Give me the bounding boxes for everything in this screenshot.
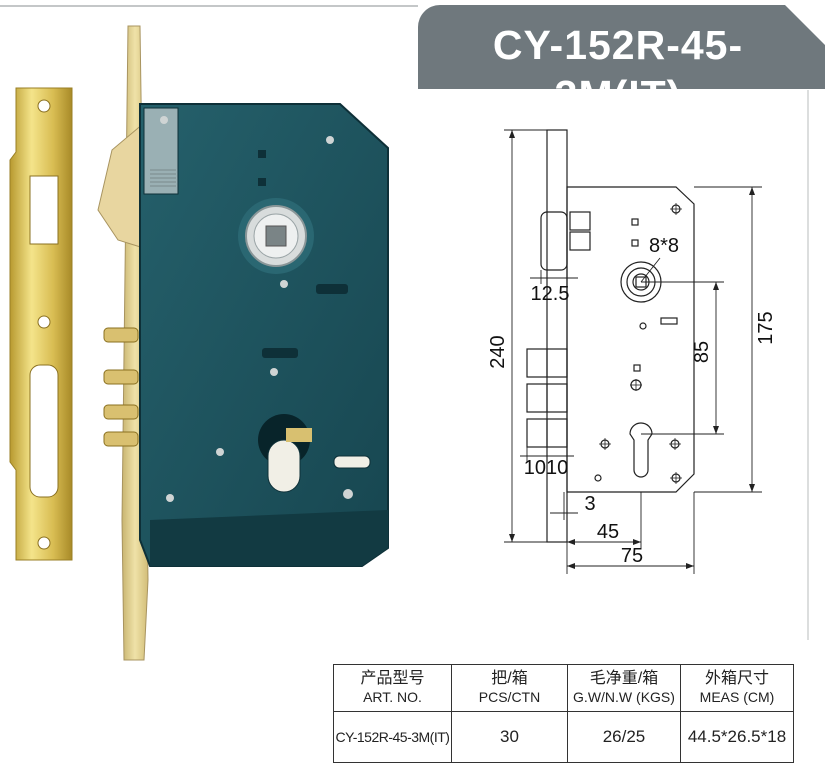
dim-45: 45 (597, 521, 619, 543)
spec-header-row: 产品型号 ART. NO. 把/箱 PCS/CTN 毛净重/箱 G.W/N.W … (333, 664, 794, 712)
dim-12-5: 12.5 (531, 283, 570, 305)
header-en: G.W/N.W (KGS) (573, 689, 675, 705)
header-en: MEAS (CM) (699, 689, 775, 705)
dim-85: 85 (691, 341, 713, 363)
cell-art-no: CY-152R-45-3M(IT) (333, 711, 452, 763)
dim-3: 3 (584, 493, 595, 515)
cell-meas: 44.5*26.5*18 (680, 711, 794, 763)
header-cn: 毛净重/箱 (589, 670, 659, 687)
dim-240: 240 (487, 335, 509, 368)
drawing-case (566, 186, 695, 493)
deadbolts (103, 327, 139, 447)
header-en: ART. NO. (363, 689, 422, 705)
dim-1010: 1010 (524, 457, 569, 479)
dim-8x8: 8*8 (649, 235, 679, 257)
dim-75: 75 (621, 545, 643, 567)
header-en: PCS/CTN (478, 689, 541, 705)
header-meas: 外箱尺寸 MEAS (CM) (680, 664, 794, 712)
cell-weight: 26/25 (567, 711, 681, 763)
title-tab (418, 5, 825, 89)
header-cn: 外箱尺寸 (704, 670, 769, 687)
header-art-no: 产品型号 ART. NO. (333, 664, 452, 712)
spec-table: 产品型号 ART. NO. 把/箱 PCS/CTN 毛净重/箱 G.W/N.W … (333, 664, 794, 763)
drawing-faceplate (546, 129, 568, 543)
spec-data-row: CY-152R-45-3M(IT) 30 26/25 44.5*26.5*18 (333, 711, 794, 763)
cell-pcs-ctn: 30 (451, 711, 568, 763)
model-title: CY-152R-45-3M(IT) (492, 22, 744, 118)
header-weight: 毛净重/箱 G.W/N.W (KGS) (567, 664, 681, 712)
header-cn: 把/箱 (491, 670, 528, 687)
dim-175: 175 (755, 311, 777, 344)
lock-product-image (9, 25, 389, 661)
strike-plate (9, 87, 73, 561)
lock-case (139, 103, 389, 567)
header-cn: 产品型号 (360, 670, 425, 687)
header-pcs-ctn: 把/箱 PCS/CTN (451, 664, 568, 712)
